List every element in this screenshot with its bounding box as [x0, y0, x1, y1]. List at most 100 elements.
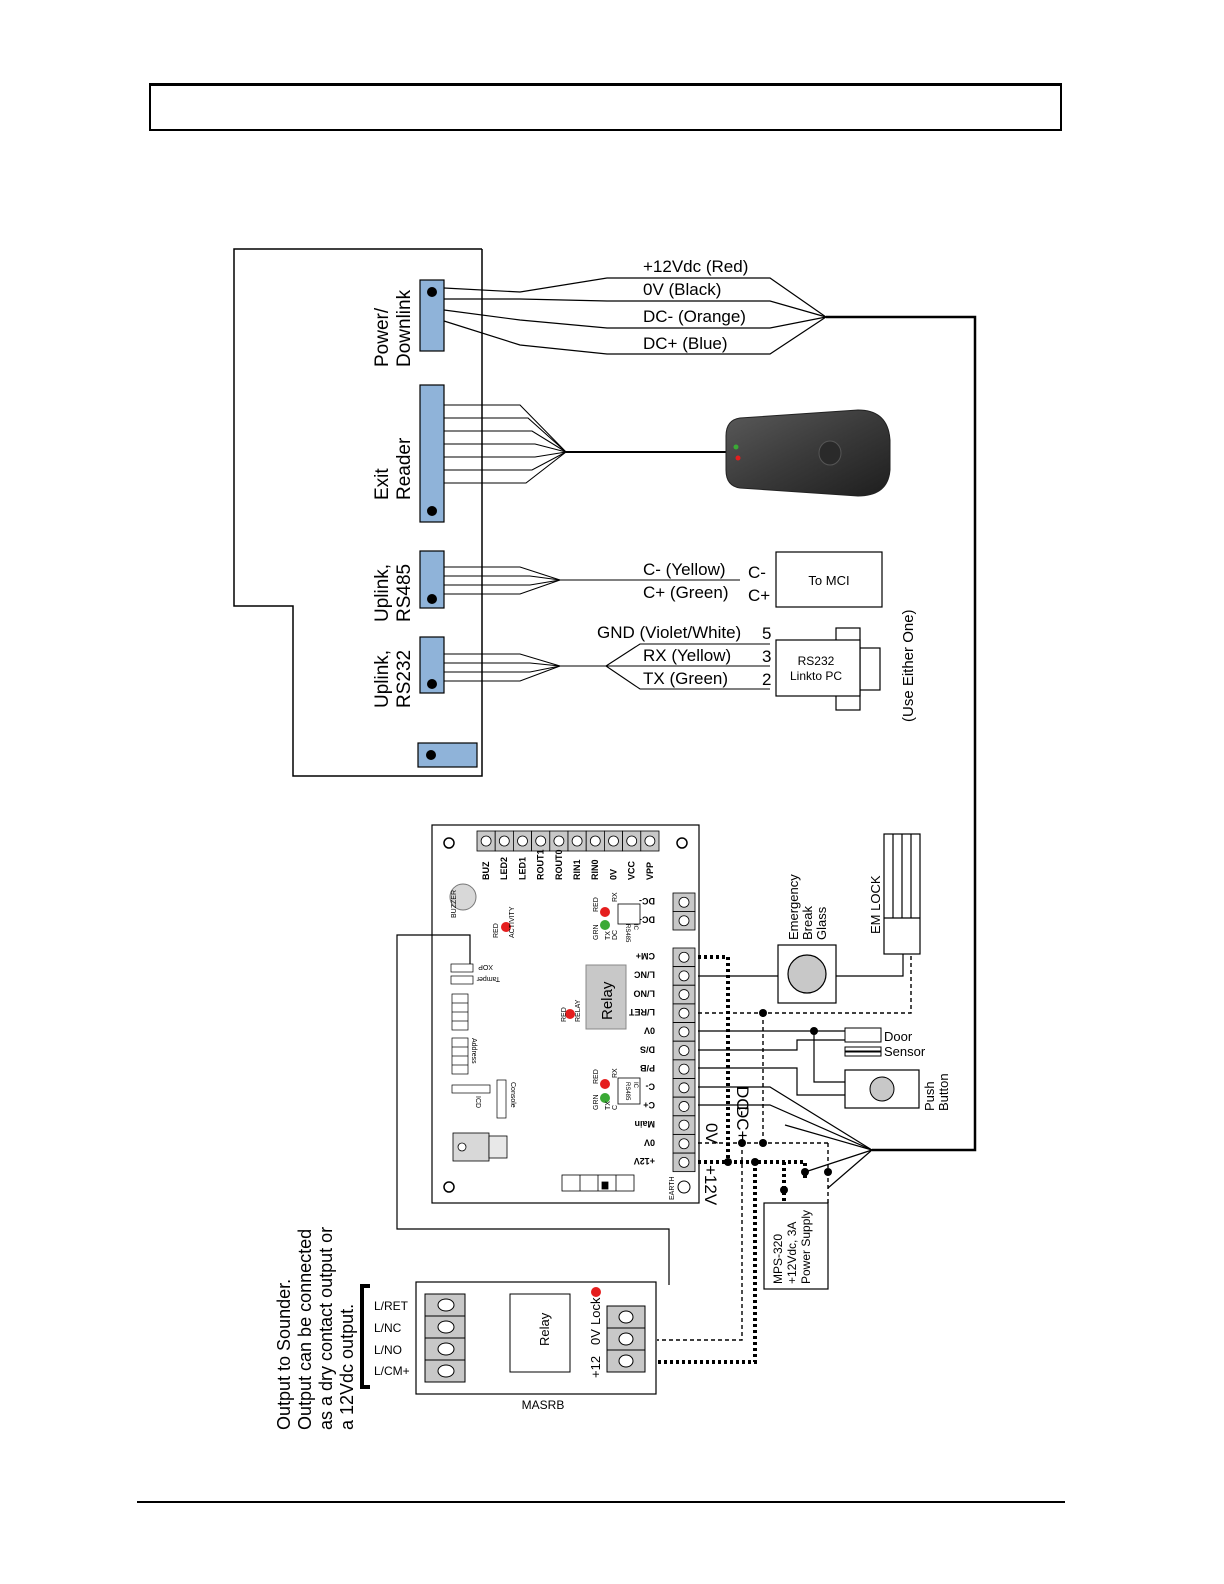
rs485-bot-led-red: RED [593, 1069, 600, 1084]
power-connector [419, 279, 445, 352]
icd-header [451, 1084, 491, 1094]
address-dip [451, 993, 469, 1075]
masrb-note: Output to Sounder.Output can be connecte… [274, 1227, 357, 1430]
masrb-out-lcm: L/CM+ [374, 1364, 410, 1378]
right-pin-label: DC- [639, 896, 655, 906]
right-pin-label: C- [646, 1082, 656, 1092]
top-terminal-screw [480, 835, 492, 847]
right-pin-label: P/B [639, 1063, 655, 1073]
buzzer-label: BUZZER [451, 890, 458, 918]
rs485-top-red-led [600, 907, 610, 917]
rs485-top-ic [617, 903, 641, 925]
right-terminal-screw [678, 951, 690, 963]
pin-label-cp: C+ [748, 586, 770, 605]
masrb-out-lnc: L/NC [374, 1321, 402, 1335]
wire-label-dcm: DC- (Orange) [643, 307, 746, 326]
right-pin-label: Main [634, 1119, 655, 1129]
xop-label: XOP [478, 963, 493, 970]
top-pin-label: 0V [608, 869, 618, 880]
top-pin-label: RIN1 [572, 859, 582, 880]
top-pin-label: ROUT1 [536, 849, 546, 880]
right-terminal-screw [678, 1119, 690, 1131]
masrb-relay-label: Relay [537, 1312, 552, 1346]
xop-jumper [450, 963, 474, 985]
top-terminal-screw [517, 835, 528, 847]
top-pin-label: VPP [645, 862, 655, 880]
controller-connectors [417, 279, 478, 768]
right-terminal-screw [678, 989, 690, 1000]
right-terminal-screw [678, 1157, 690, 1168]
use-either-label: (Use Either One) [900, 609, 917, 722]
reader-wires [444, 404, 567, 484]
wire-label-cm: C- (Yellow) [643, 560, 726, 579]
top-terminal-screw [589, 835, 601, 847]
em-lock-label: EM LOCK [868, 875, 883, 934]
voltage-regulator [452, 1132, 508, 1162]
power-supply-box [763, 1202, 829, 1290]
right-terminal-screw [678, 915, 690, 927]
masrb-input-terminals [606, 1305, 646, 1373]
rs485-bot-green-led [600, 1093, 610, 1103]
wire-label-gnd: GND (Violet/White) [597, 623, 741, 642]
wire-label-dcp: DC+ (Blue) [643, 334, 728, 353]
rs485-wires [444, 566, 740, 595]
wire-label-12v: +12Vdc (Red) [643, 257, 748, 276]
right-terminal-screw [678, 1101, 690, 1112]
right-pin-label: CM+ [636, 951, 655, 961]
board-switch [561, 1174, 635, 1192]
right-terminal-screw [678, 1045, 690, 1056]
pin-label-2: 2 [762, 670, 771, 689]
masrb-output-bracket [360, 1284, 370, 1389]
junction-dots [724, 1009, 832, 1194]
board-relay [585, 964, 627, 1030]
top-terminal-screw [644, 835, 656, 847]
right-pin-label: L/NC [634, 970, 655, 980]
rs485-top-led-dc: DC [612, 930, 619, 940]
top-terminal-screw [626, 835, 638, 847]
address-label: Address [470, 1038, 477, 1064]
right-terminal-block [672, 892, 696, 1173]
rs485-top-green-led [600, 920, 610, 930]
right-terminal-screw [678, 970, 690, 982]
right-pin-label: L/NO [634, 988, 656, 998]
board-relay-label: Relay [599, 981, 616, 1020]
header-box [149, 83, 1062, 131]
port-label-reader: ExitReader [372, 437, 415, 500]
top-pin-label: LED1 [517, 857, 527, 880]
to-mci-box [775, 551, 883, 608]
right-terminal-screw [678, 896, 690, 908]
right-pin-label: C+ [643, 1100, 655, 1110]
to-mci-label: To MCI [808, 573, 849, 588]
wire-label-tx: TX (Green) [643, 669, 728, 688]
rs232-wires [444, 643, 770, 690]
masrb-output-terminals [424, 1293, 466, 1383]
top-pin-label: LED2 [499, 857, 509, 880]
emergency-button [787, 954, 827, 994]
right-terminal-screw [678, 1007, 690, 1019]
port-label-rs485: Uplink,RS485 [372, 564, 415, 622]
rs485-bot-led-c: C [612, 1105, 619, 1110]
port-label-power: Power/Downlink [372, 289, 415, 367]
relay-led [565, 1009, 575, 1019]
right-pin-labels: DC-DC+CM+L/NCL/NOL/RET0VD/SP/BC-C+Main0V… [628, 896, 655, 1166]
wire-label-rx: RX (Yellow) [643, 646, 731, 665]
door-sensor [844, 1027, 882, 1057]
power-wires [443, 277, 827, 355]
right-terminal-screw [678, 1138, 690, 1150]
power-supply-label: MPS-320+12Vdc, 3APower Supply [771, 1210, 813, 1284]
connector-dots [426, 287, 437, 760]
mount-holes [443, 837, 688, 1193]
rs485-bot-red-led [600, 1079, 610, 1089]
field-wiring [396, 934, 912, 1364]
masrb-out-lret: L/RET [374, 1299, 409, 1313]
right-pin-label: DC+ [637, 915, 655, 925]
rs485-bot-ic [617, 1077, 641, 1105]
masrb-led [591, 1287, 601, 1297]
rs485-bot-led-rx: RX [612, 1068, 619, 1078]
wire-label-0v: 0V (Black) [643, 280, 721, 299]
